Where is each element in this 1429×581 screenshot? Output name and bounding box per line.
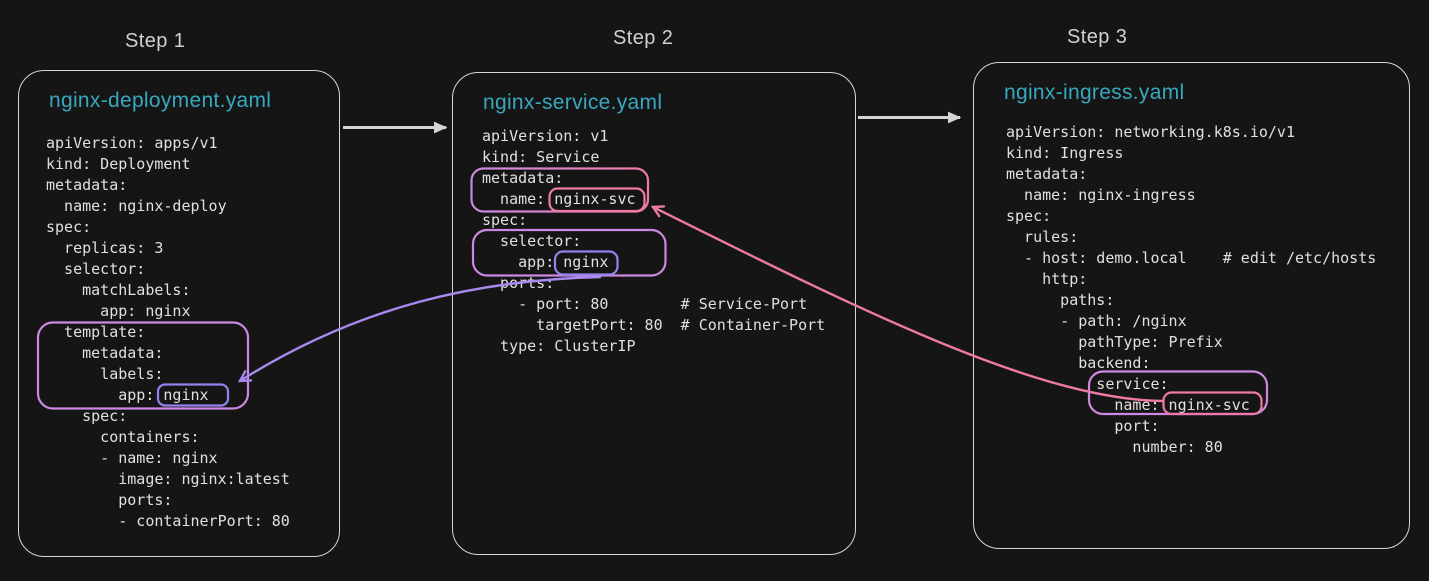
card-nginx-deployment: nginx-deployment.yaml apiVersion: apps/v… [18,70,340,557]
step-2-label: Step 2 [613,27,674,49]
deployment-yaml-code: apiVersion: apps/v1 kind: Deployment met… [46,134,290,530]
ingress-yaml-code: apiVersion: networking.k8s.io/v1 kind: I… [1006,123,1377,456]
ingress-file-title: nginx-ingress.yaml [1004,81,1185,104]
step-1-label: Step 1 [125,30,186,52]
card-nginx-ingress: nginx-ingress.yaml apiVersion: networkin… [973,62,1410,549]
service-file-title: nginx-service.yaml [483,91,663,114]
step-3-label: Step 3 [1067,26,1128,48]
deployment-file-title: nginx-deployment.yaml [49,89,272,112]
card-nginx-service: nginx-service.yaml apiVersion: v1 kind: … [452,72,856,555]
service-yaml-code: apiVersion: v1 kind: Service metadata: n… [482,127,826,355]
